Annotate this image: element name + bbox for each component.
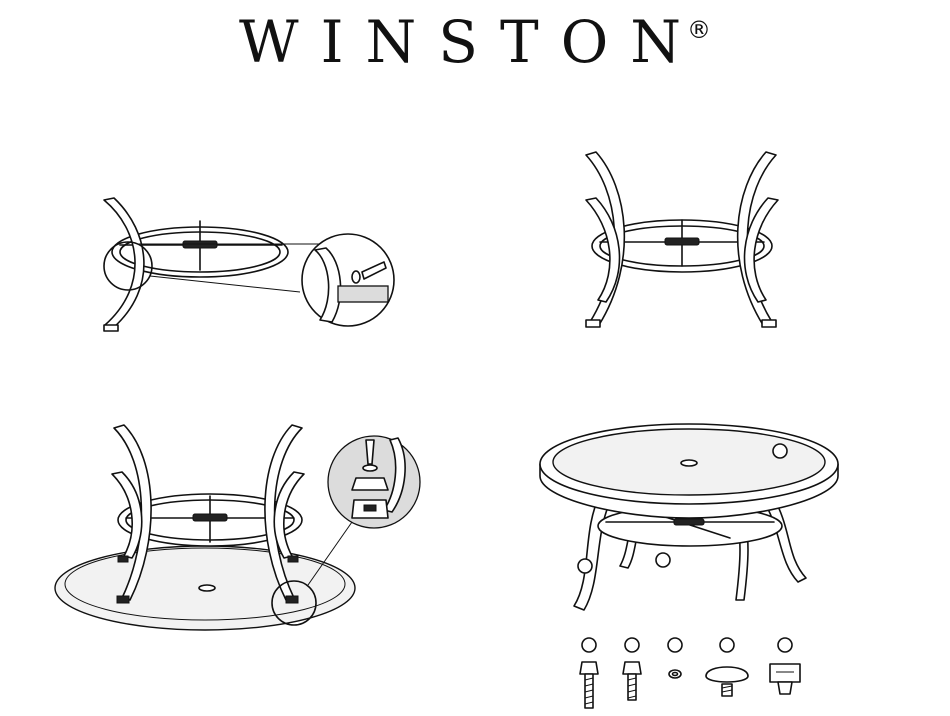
part-marker xyxy=(625,638,639,652)
glass-clip xyxy=(288,556,298,562)
callout-marker xyxy=(656,553,670,567)
step-1-diagram xyxy=(104,198,394,331)
glass-clip xyxy=(117,596,129,603)
umbrella-hole xyxy=(199,585,215,591)
leg xyxy=(574,495,612,610)
washer-detail xyxy=(352,271,360,283)
long-bolt-icon xyxy=(580,662,598,708)
umbrella-hole xyxy=(681,460,697,466)
part-marker xyxy=(778,638,792,652)
callout-marker xyxy=(773,444,787,458)
center-hub xyxy=(674,519,704,525)
brace-detail xyxy=(338,286,388,302)
leg-foot xyxy=(762,320,776,327)
glide-foot-icon xyxy=(706,667,748,696)
bolt-detail xyxy=(366,440,374,464)
clip-upper-detail xyxy=(352,478,388,490)
part-marker xyxy=(668,638,682,652)
part-marker xyxy=(582,638,596,652)
hardware-parts-list xyxy=(580,638,800,708)
leg-foot xyxy=(104,325,118,331)
glass-clip-icon xyxy=(770,664,800,694)
center-hub xyxy=(193,514,227,521)
leg-foot xyxy=(586,320,600,327)
part-marker xyxy=(720,638,734,652)
detail-leader-line xyxy=(150,276,300,292)
short-bolt-icon xyxy=(623,662,641,700)
callout-marker xyxy=(578,559,592,573)
bolt-detail-callout xyxy=(302,234,394,326)
step-3-diagram xyxy=(55,425,420,630)
clip-slot-detail xyxy=(364,505,376,511)
washer-detail xyxy=(363,465,377,471)
center-hub xyxy=(665,238,699,245)
glass-clip xyxy=(286,596,298,603)
step-2-diagram xyxy=(586,152,778,327)
step-4-diagram xyxy=(540,424,838,610)
washer-icon xyxy=(669,670,681,678)
glass-clip xyxy=(118,556,128,562)
